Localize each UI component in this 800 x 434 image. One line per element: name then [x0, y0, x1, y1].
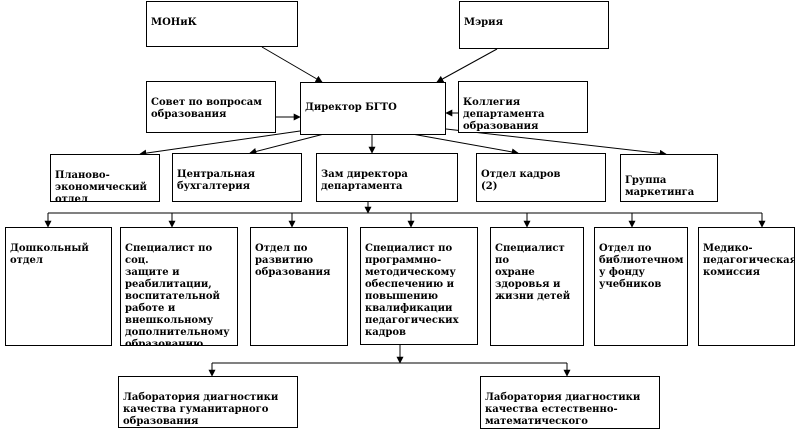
box-director-label: Директор БГТО	[305, 102, 397, 113]
box-zam-label: Зам директора департамента	[321, 169, 408, 192]
box-lab-gum: Лаборатория диагностики качества гуманит…	[118, 376, 298, 428]
arrow-monik-to-director	[261, 46, 323, 83]
arrow-director-to-buh	[249, 133, 325, 155]
arrow-director-to-planovo	[139, 130, 301, 157]
box-monik: МОНиК	[146, 1, 298, 47]
box-razvitie: Отдел по развитию образования	[250, 227, 348, 346]
box-kollegia-label: Коллегия департамента образования	[463, 97, 545, 132]
box-zdorovie-label: Специалист по охране здоровья и жизни де…	[495, 243, 571, 302]
box-soc: Специалист по соц. защите и реабилитации…	[120, 227, 238, 346]
box-metod-label: Специалист по программно- методическому …	[365, 243, 459, 338]
arrow-director-to-kadry	[411, 133, 519, 156]
box-marketing: Группа маркетинга	[620, 154, 718, 202]
box-kollegia: Коллегия департамента образования	[458, 81, 588, 133]
box-monik-label: МОНиК	[151, 17, 197, 28]
box-lab-est-label: Лаборатория диагностики качества естеств…	[485, 392, 641, 427]
box-kadry-label: Отдел кадров (2)	[481, 169, 561, 192]
box-planovo-label: Планово- экономический отдел	[55, 170, 147, 202]
box-sovet: Совет по вопросам образования	[146, 81, 276, 133]
box-buh: Центральная бухгалтерия	[172, 153, 302, 202]
box-zam: Зам директора департамента	[316, 153, 458, 202]
box-meria-label: Мэрия	[464, 17, 503, 28]
box-mpk-label: Медико- педагогическая комиссия	[703, 243, 795, 278]
box-metod: Специалист по программно- методическому …	[360, 227, 478, 345]
box-director: Директор БГТО	[300, 82, 446, 135]
box-sovet-label: Совет по вопросам образования	[151, 97, 262, 120]
box-planovo: Планово- экономический отдел	[50, 154, 160, 202]
arrow-meria-to-director	[436, 48, 498, 83]
box-lab-est: Лаборатория диагностики качества естеств…	[480, 376, 660, 429]
box-razvitie-label: Отдел по развитию образования	[255, 243, 331, 278]
box-biblio: Отдел по библиотечном у фонду учебников	[594, 227, 688, 346]
box-mpk: Медико- педагогическая комиссия	[698, 227, 795, 346]
box-lab-gum-label: Лаборатория диагностики качества гуманит…	[123, 392, 279, 427]
box-doshkol: Дошкольный отдел	[5, 227, 112, 346]
box-marketing-label: Группа маркетинга	[625, 175, 695, 198]
box-meria: Мэрия	[459, 1, 609, 49]
box-biblio-label: Отдел по библиотечном у фонду учебников	[599, 243, 684, 290]
arrow-director-to-marketing	[445, 128, 667, 157]
box-zdorovie: Специалист по охране здоровья и жизни де…	[490, 227, 584, 346]
box-kadry: Отдел кадров (2)	[476, 153, 606, 202]
box-buh-label: Центральная бухгалтерия	[177, 169, 256, 192]
box-doshkol-label: Дошкольный отдел	[10, 243, 89, 266]
box-soc-label: Специалист по соц. защите и реабилитации…	[125, 243, 230, 346]
